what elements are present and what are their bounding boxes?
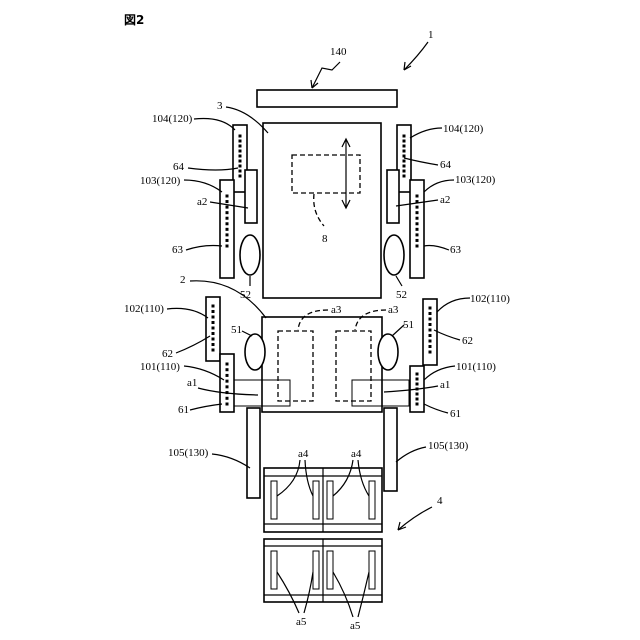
module-64-right	[387, 170, 399, 223]
label-a2-left: a2	[197, 196, 207, 208]
sensor-dots-102-left	[212, 305, 215, 352]
module-105-right	[384, 408, 397, 491]
label-8: 8	[322, 233, 328, 245]
label-51-right: 51	[403, 319, 414, 331]
label-a4-left: a4	[298, 448, 309, 460]
label-103-right: 103(120)	[455, 174, 496, 186]
label-a4-right: a4	[351, 448, 362, 460]
label-105-left: 105(130)	[168, 447, 209, 459]
label-a5-left: a5	[296, 616, 307, 628]
component-140: 140	[257, 46, 397, 107]
label-64-right: 64	[440, 159, 452, 171]
label-a1-left: a1	[187, 377, 197, 389]
sensor-51-left	[245, 334, 265, 370]
label-102-right: 102(110)	[470, 293, 510, 305]
label-140: 140	[330, 46, 347, 58]
label-a5-right: a5	[350, 620, 361, 632]
figure-title: 図2	[124, 13, 144, 27]
rear-unit-4: 4 a4 a4 a5 a5	[264, 448, 443, 632]
middle-right-modules: 102(110) 62 101(110) a1 61	[384, 293, 510, 420]
label-2: 2	[180, 274, 186, 286]
sensor-dots-102-right	[429, 307, 432, 354]
label-61-left: 61	[178, 404, 189, 416]
upper-body	[263, 123, 381, 298]
box-140	[257, 90, 397, 107]
middle-left-modules: 102(110) 62 101(110) a1 61	[124, 297, 258, 416]
label-104-left: 104(120)	[152, 113, 193, 125]
label-3: 3	[217, 100, 223, 112]
label-61-right: 61	[450, 408, 461, 420]
label-a3-left: a3	[331, 304, 342, 316]
label-101-left: 101(110)	[140, 361, 180, 373]
module-64-left	[245, 170, 257, 223]
module-105-left	[247, 408, 260, 498]
label-a2-right: a2	[440, 194, 450, 206]
label-51-left: 51	[231, 324, 242, 336]
sensor-52-left	[240, 235, 260, 275]
sensor-52-right	[384, 235, 404, 275]
sensor-dots-104-right	[403, 135, 406, 178]
label-63-left: 63	[172, 244, 184, 256]
label-101-right: 101(110)	[456, 361, 496, 373]
label-1: 1	[428, 29, 434, 41]
label-a3-right: a3	[388, 304, 399, 316]
sensor-dots-104-left	[239, 135, 242, 178]
label-103-left: 103(120)	[140, 175, 181, 187]
label-4: 4	[437, 495, 443, 507]
label-64-left: 64	[173, 161, 185, 173]
label-102-left: 102(110)	[124, 303, 164, 315]
label-52-right: 52	[396, 289, 407, 301]
label-62-right: 62	[462, 335, 473, 347]
label-104-right: 104(120)	[443, 123, 484, 135]
label-105-right: 105(130)	[428, 440, 469, 452]
label-63-right: 63	[450, 244, 462, 256]
label-a1-right: a1	[440, 379, 450, 391]
sensor-51-right	[378, 334, 398, 370]
vehicle-overall-1: 1	[404, 29, 434, 70]
label-62-left: 62	[162, 348, 173, 360]
